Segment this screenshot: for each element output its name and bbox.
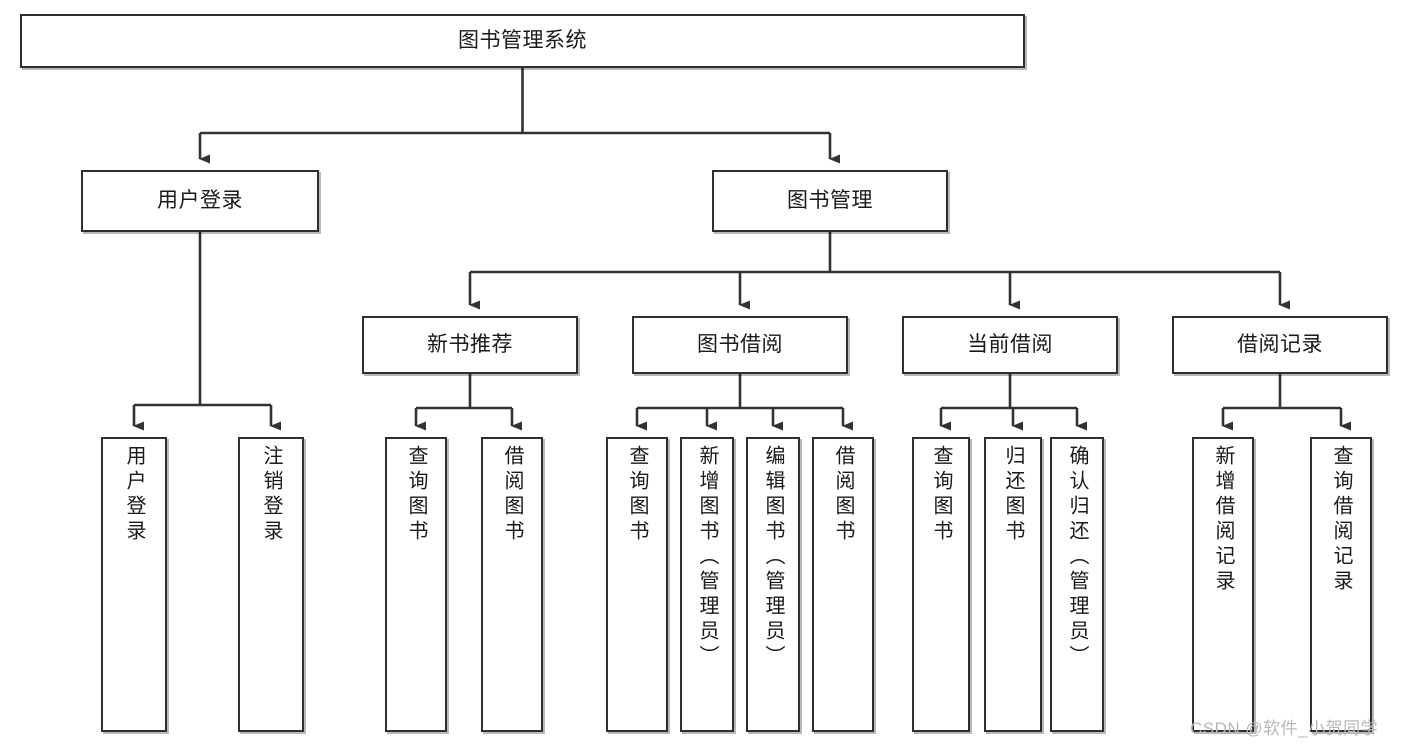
leaf-node-12: 查询借阅记录: [1310, 437, 1372, 732]
level3-node-label: 当前借阅: [967, 332, 1053, 356]
leaf-node-4: 查询图书: [606, 437, 668, 732]
leaf-node-label: 归还图书: [1002, 445, 1024, 545]
leaf-node-label: 确认归还（管理员）: [1066, 445, 1088, 670]
leaf-node-2: 查询图书: [385, 437, 447, 732]
leaf-node-label: 编辑图书（管理员）: [762, 445, 784, 670]
leaf-node-8: 查询图书: [912, 437, 970, 732]
level3-node-label: 新书推荐: [427, 332, 513, 356]
level2-node-1: 图书管理: [712, 170, 948, 232]
root-node-label: 图书管理系统: [458, 28, 587, 52]
leaf-node-label: 借阅图书: [832, 445, 854, 545]
level3-node-3: 借阅记录: [1172, 316, 1388, 374]
leaf-node-label: 查询图书: [626, 445, 648, 545]
leaf-node-label: 查询图书: [405, 445, 427, 545]
leaf-node-0: 用户登录: [101, 437, 167, 732]
leaf-node-label: 查询借阅记录: [1330, 445, 1352, 595]
level2-node-label: 用户登录: [157, 188, 243, 212]
level3-node-2: 当前借阅: [902, 316, 1118, 374]
leaf-node-label: 新增图书（管理员）: [696, 445, 718, 670]
leaf-node-label: 用户登录: [123, 445, 145, 545]
leaf-node-11: 新增借阅记录: [1192, 437, 1254, 732]
level3-node-0: 新书推荐: [362, 316, 578, 374]
leaf-node-1: 注销登录: [238, 437, 304, 732]
leaf-node-6: 编辑图书（管理员）: [746, 437, 800, 732]
level3-node-label: 图书借阅: [697, 332, 783, 356]
leaf-node-10: 确认归还（管理员）: [1050, 437, 1104, 732]
leaf-node-9: 归还图书: [984, 437, 1042, 732]
level2-node-0: 用户登录: [81, 170, 319, 232]
root-node-0: 图书管理系统: [20, 14, 1025, 68]
leaf-node-7: 借阅图书: [812, 437, 874, 732]
leaf-node-label: 查询图书: [930, 445, 952, 545]
level2-node-label: 图书管理: [787, 188, 873, 212]
level3-node-1: 图书借阅: [632, 316, 848, 374]
leaf-node-label: 注销登录: [260, 445, 282, 545]
leaf-node-label: 新增借阅记录: [1212, 445, 1234, 595]
leaf-node-3: 借阅图书: [481, 437, 543, 732]
leaf-node-label: 借阅图书: [501, 445, 523, 545]
level3-node-label: 借阅记录: [1237, 332, 1323, 356]
leaf-node-5: 新增图书（管理员）: [680, 437, 734, 732]
